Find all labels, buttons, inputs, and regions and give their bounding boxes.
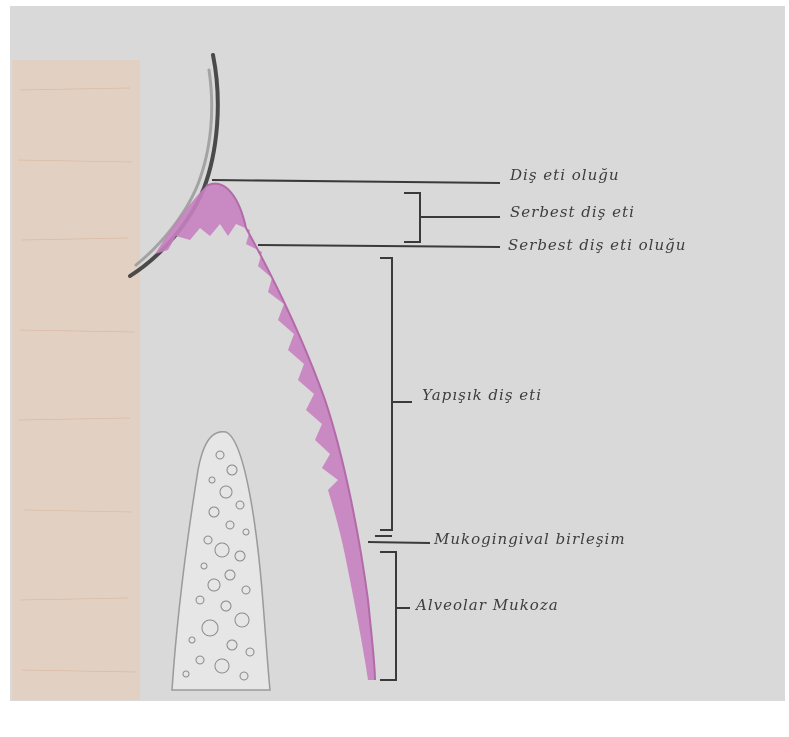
line-mucogingival [368,542,430,543]
peach-band [12,60,140,700]
label-mucogingival-junction: Mukogingival birleşim [434,530,626,548]
label-free-gingival-groove: Serbest diş eti oluğu [508,236,686,254]
label-gingival-sulcus: Diş eti oluğu [510,166,620,184]
label-free-gingiva: Serbest diş eti [510,203,635,221]
label-alveolar-mucosa: Alveolar Mukoza [416,596,559,614]
label-attached-gingiva: Yapışık diş eti [422,386,542,404]
